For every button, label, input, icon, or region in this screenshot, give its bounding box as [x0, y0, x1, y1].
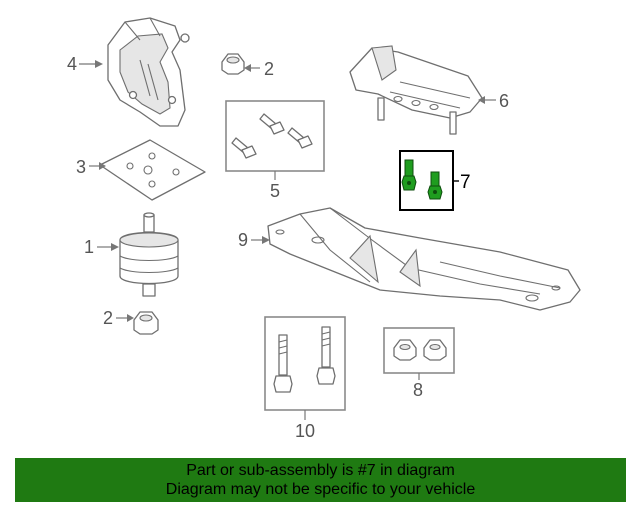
callout-3-label: 3 [76, 157, 86, 177]
callout-2-lower: 2 [103, 308, 134, 328]
callout-2-upper: 2 [244, 59, 274, 79]
part-10-bolt-set [264, 316, 346, 411]
callout-5: 5 [270, 171, 280, 201]
part-8-nut-b [423, 339, 447, 361]
part-2-nut-upper [221, 53, 245, 75]
callout-9-label: 9 [238, 230, 248, 250]
part-10-bolt-b [316, 326, 336, 385]
callout-1: 1 [84, 237, 119, 257]
callout-10: 10 [295, 410, 315, 441]
callout-9: 9 [238, 230, 270, 250]
callout-2-lower-label: 2 [103, 308, 113, 328]
part-7-bolt-a [401, 159, 417, 191]
callout-8: 8 [413, 373, 423, 400]
part-5-bolt-set [225, 100, 325, 172]
callout-1-label: 1 [84, 237, 94, 257]
part-2-nut-lower [133, 311, 159, 335]
part-10-bolt-a [273, 334, 293, 393]
part-8-nut-set [383, 327, 455, 374]
callout-2-upper-label: 2 [264, 59, 274, 79]
callout-4-label: 4 [67, 54, 77, 74]
callout-6: 6 [478, 91, 509, 111]
part-7-highlighted-bolts[interactable] [399, 150, 454, 211]
callout-3: 3 [76, 157, 106, 177]
callout-7-label: 7 [460, 172, 471, 193]
callout-6-label: 6 [499, 91, 509, 111]
callout-10-label: 10 [295, 421, 315, 441]
part-8-nut-a [393, 339, 417, 361]
part-9-crossmember [267, 207, 581, 311]
callout-5-label: 5 [270, 181, 280, 201]
part-5-bolt-b [259, 113, 285, 135]
part-4-mount-bracket [107, 17, 190, 127]
part-3-plate [99, 139, 206, 201]
part-5-bolt-c [287, 127, 313, 149]
part-6-transmission-mount [349, 45, 483, 135]
part-1-engine-mount [119, 212, 179, 297]
callout-8-label: 8 [413, 380, 423, 400]
banner-line-2: Diagram may not be specific to your vehi… [165, 481, 476, 498]
info-banner: Part or sub-assembly is #7 in diagram Di… [15, 458, 626, 502]
part-7-bolt-b [427, 171, 443, 200]
callout-7: 7 [453, 172, 471, 193]
banner-line-1: Part or sub-assembly is #7 in diagram [186, 462, 455, 479]
callout-4: 4 [67, 54, 103, 74]
part-5-bolt-a [231, 137, 257, 159]
